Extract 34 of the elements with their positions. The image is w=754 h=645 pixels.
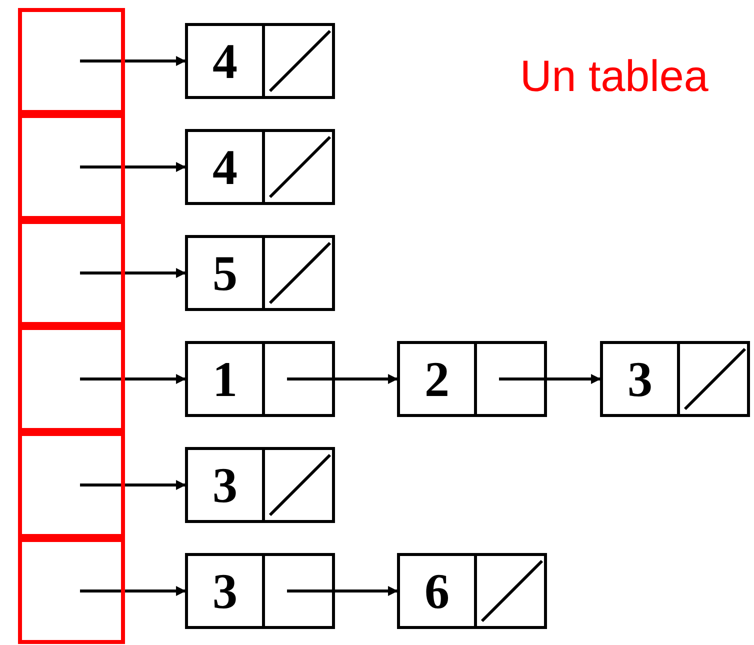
node-value: 2 <box>424 350 450 409</box>
arrow <box>287 586 398 596</box>
arrow <box>80 162 186 172</box>
list-node <box>185 129 335 205</box>
array-cell <box>18 220 125 326</box>
node-value: 5 <box>212 244 238 303</box>
node-value: 3 <box>626 350 654 409</box>
array-cell <box>18 432 125 538</box>
arrow <box>80 56 186 66</box>
node-value: 3 <box>212 562 238 621</box>
array-cell <box>18 8 125 114</box>
list-node <box>185 235 335 311</box>
node-value: 1 <box>212 350 238 409</box>
arrow <box>287 374 398 384</box>
node-value: 6 <box>424 562 450 621</box>
arrow <box>80 374 186 384</box>
caption-text: Un tablea <box>520 52 708 102</box>
list-node <box>185 447 335 523</box>
arrow <box>80 268 186 278</box>
node-value: 3 <box>212 456 238 515</box>
list-node <box>397 553 547 629</box>
list-node <box>397 341 547 417</box>
node-value: 4 <box>212 32 238 91</box>
array-cell <box>18 538 125 644</box>
arrow <box>80 586 186 596</box>
array-cell <box>18 326 125 432</box>
arrow <box>499 374 601 384</box>
array-cell <box>18 114 125 220</box>
arrow <box>80 480 186 490</box>
list-node <box>600 341 750 417</box>
list-node <box>185 23 335 99</box>
list-node <box>185 341 335 417</box>
list-node <box>185 553 335 629</box>
node-value: 4 <box>212 138 238 197</box>
